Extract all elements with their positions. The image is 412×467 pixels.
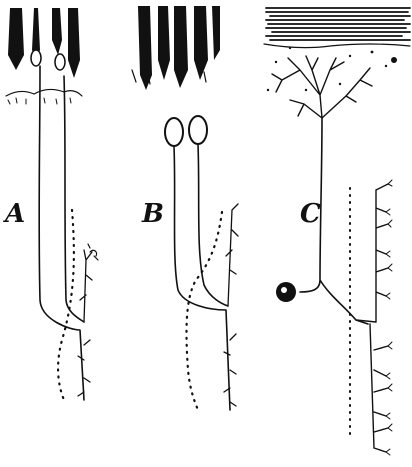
panel-b-soma-2 [189, 116, 207, 144]
panel-b-label: B [141, 199, 164, 229]
panel-b-receptor-cells [132, 6, 220, 146]
panel-c-terminal-arbor [356, 184, 388, 452]
panel-b-axon-2 [198, 144, 228, 306]
panel-a-axon-2 [64, 76, 84, 322]
panel-b-soma-1 [165, 118, 183, 146]
panel-a-label: A [2, 199, 25, 229]
panel-a-receptor-cells [6, 8, 82, 104]
panel-c-label: C [300, 199, 321, 229]
panel-a-terminal-arbor [78, 250, 92, 396]
panel-c-outer-layer [264, 4, 410, 48]
panel-a-axon-1 [39, 66, 84, 400]
panel-a: A [2, 8, 98, 400]
panel-b: B [132, 6, 238, 410]
panel-c-bouton-tips [386, 180, 392, 455]
panel-b-dotted-boundary [186, 212, 222, 410]
panel-a-dotted-boundary [58, 210, 74, 400]
panel-c-dendritic-tree [272, 56, 372, 118]
panel-c: C [264, 4, 410, 455]
